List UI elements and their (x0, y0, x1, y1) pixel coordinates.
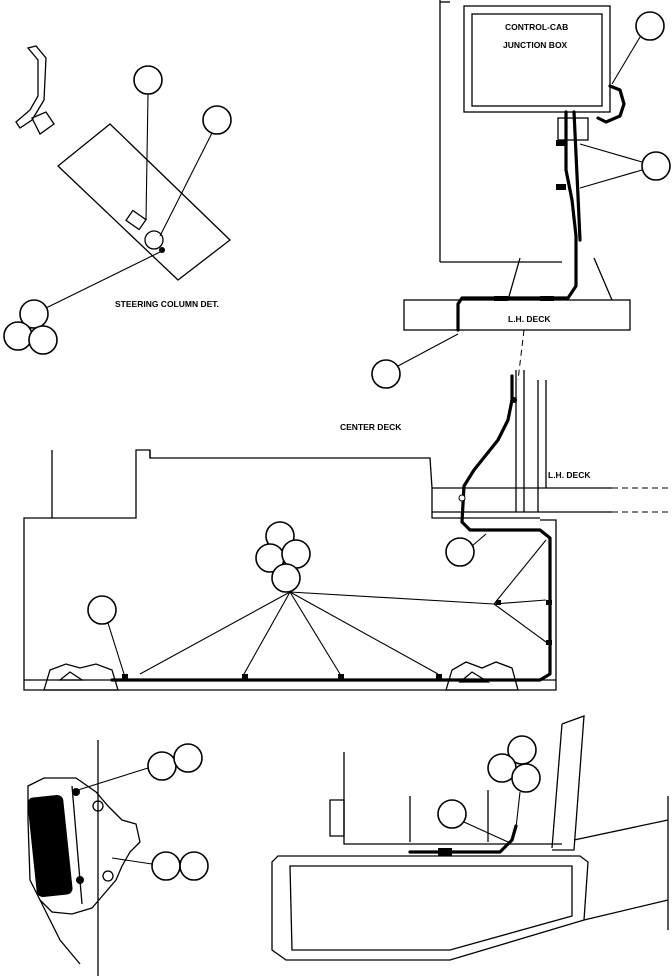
steering-column-panel (57, 123, 231, 281)
callout-bubble (173, 743, 203, 773)
junction-box-title-1: CONTROL-CAB (505, 22, 568, 32)
steering-column-detail: STEERING COLUMN DET. (3, 45, 232, 355)
callout-bubble (445, 537, 475, 567)
callout-bubble (641, 151, 671, 181)
callout-bubble (28, 325, 58, 355)
lh-deck-top-label: L.H. DECK (508, 314, 551, 324)
callout-bubble (511, 763, 541, 793)
callout-bubble (3, 321, 33, 351)
junction-box-title-2: JUNCTION BOX (503, 40, 568, 50)
callout-bubble (635, 11, 665, 41)
junction-box (463, 5, 611, 113)
lh-deck-plate-top (403, 299, 631, 331)
lh-deck-mid-label: L.H. DECK (548, 470, 591, 480)
callout-bubble (437, 799, 467, 829)
callout-bubble (147, 751, 177, 781)
junction-box-detail: CONTROL-CAB JUNCTION BOX L.H. DECK (371, 0, 671, 389)
callout-bubble (87, 595, 117, 625)
callout-bubble (271, 563, 301, 593)
callout-bubble (19, 299, 49, 329)
deck-side-detail (271, 715, 669, 961)
callout-bubble (371, 359, 401, 389)
callout-bubble (151, 851, 181, 881)
callout-bubble (133, 65, 163, 95)
lamp-detail (27, 740, 209, 976)
center-deck-label: CENTER DECK (340, 422, 402, 432)
callout-bubble (179, 851, 209, 881)
steering-column-label: STEERING COLUMN DET. (115, 299, 219, 309)
callout-bubble (202, 105, 232, 135)
center-deck-detail: CENTER DECK L.H. DECK (23, 370, 670, 691)
